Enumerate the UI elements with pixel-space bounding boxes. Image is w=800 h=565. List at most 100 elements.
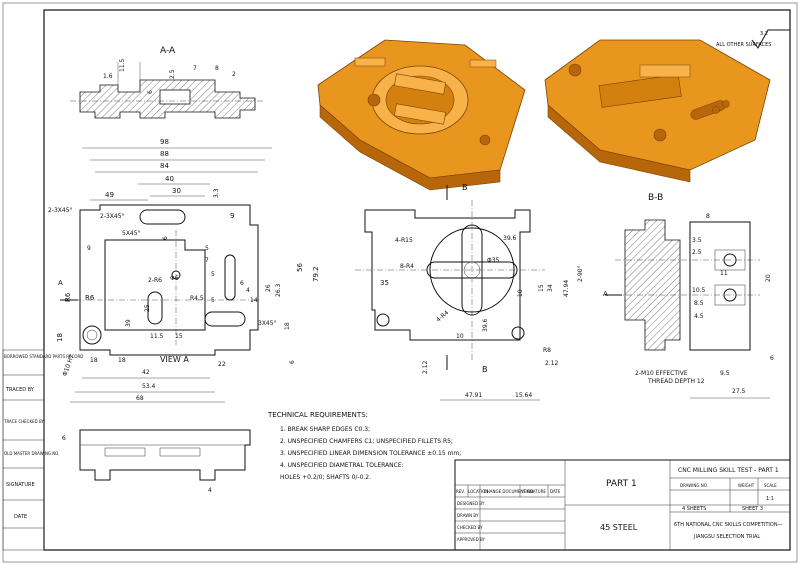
render-3d-front (317, 39, 526, 191)
svg-text:2: 2 (232, 71, 236, 78)
svg-text:9: 9 (87, 245, 91, 252)
svg-text:HOLES +0.2/0; SHAFTS 0/-0.2.: HOLES +0.2/0; SHAFTS 0/-0.2. (280, 474, 371, 481)
svg-text:2.5: 2.5 (692, 249, 702, 256)
svg-text:8.5: 8.5 (694, 300, 704, 307)
traced-by-label: TRACED BY (5, 387, 35, 393)
svg-text:6: 6 (62, 435, 66, 442)
svg-text:A: A (58, 279, 63, 287)
svg-text:79.2: 79.2 (312, 266, 320, 282)
svg-text:5X45°: 5X45° (122, 230, 141, 237)
svg-text:9.5: 9.5 (720, 370, 730, 377)
svg-text:3X45°: 3X45° (258, 320, 277, 327)
svg-text:2-M10 EFFECTIVE: 2-M10 EFFECTIVE (635, 370, 688, 377)
svg-text:10: 10 (517, 289, 524, 297)
borrowed-record-label: BORROWED STANDARD PARTS RECORD (4, 354, 83, 359)
svg-text:4. UNSPECIFIED DIAMETRAL TOLER: 4. UNSPECIFIED DIAMETRAL TOLERANCE: (280, 462, 404, 469)
title-block: REV. LOCATION CHANGE DOCUMENT NO. SIGNAT… (454, 459, 791, 551)
svg-text:SHEET 3: SHEET 3 (742, 506, 763, 512)
svg-text:18: 18 (284, 322, 291, 330)
svg-text:11.5: 11.5 (150, 333, 164, 340)
svg-text:8-R4: 8-R4 (400, 263, 414, 270)
svg-text:2.5: 2.5 (169, 69, 176, 79)
svg-text:2-3X45°: 2-3X45° (100, 213, 125, 220)
svg-text:8: 8 (215, 65, 219, 72)
svg-text:35: 35 (380, 279, 389, 287)
svg-text:49: 49 (105, 191, 114, 199)
svg-text:14: 14 (250, 297, 258, 304)
svg-text:ALL OTHER SURFACES: ALL OTHER SURFACES (716, 42, 771, 48)
svg-text:39.6: 39.6 (482, 318, 489, 332)
svg-text:18: 18 (90, 357, 98, 364)
svg-text:5: 5 (211, 271, 215, 278)
svg-text:2-3X45°: 2-3X45° (48, 207, 73, 214)
svg-text:25: 25 (144, 304, 151, 312)
material: 45 STEEL (600, 523, 638, 532)
svg-text:40: 40 (165, 175, 174, 183)
svg-text:68: 68 (136, 395, 144, 402)
old-master-label: OLD MASTER DRAWING NO. (4, 451, 59, 456)
svg-text:VIEW A: VIEW A (160, 355, 189, 364)
svg-text:THREAD DEPTH 12: THREAD DEPTH 12 (647, 378, 705, 385)
roughness-symbol: 3.2 ALL OTHER SURFACES (716, 29, 790, 49)
svg-text:REV.: REV. (456, 489, 465, 494)
svg-text:4: 4 (208, 487, 212, 494)
main-plan-view: 98 88 84 40 49 30 3.3 2-3X45° 2-3X45° 9 … (48, 138, 320, 403)
svg-text:CHECKED BY: CHECKED BY (457, 525, 483, 530)
svg-text:TECHNICAL REQUIREMENTS:: TECHNICAL REQUIREMENTS: (267, 411, 368, 419)
svg-text:A-A: A-A (160, 46, 176, 56)
svg-text:2. UNSPECIFIED CHAMFERS C1; UN: 2. UNSPECIFIED CHAMFERS C1; UNSPECIFIED … (280, 438, 453, 445)
svg-text:18: 18 (118, 357, 126, 364)
svg-text:3.3: 3.3 (213, 188, 220, 198)
svg-text:27.5: 27.5 (732, 388, 746, 395)
svg-text:84: 84 (160, 162, 169, 170)
svg-text:11.5: 11.5 (119, 58, 126, 72)
technical-requirements: TECHNICAL REQUIREMENTS: 1. BREAK SHARP E… (267, 411, 461, 481)
svg-text:15: 15 (175, 333, 183, 340)
svg-text:15: 15 (538, 284, 545, 292)
svg-text:7: 7 (205, 257, 209, 264)
svg-text:3. UNSPECIFIED LINEAR DIMENSIO: 3. UNSPECIFIED LINEAR DIMENSION TOLERANC… (280, 450, 461, 457)
svg-text:4-R15: 4-R15 (395, 237, 413, 244)
svg-text:DRAWN BY: DRAWN BY (457, 513, 479, 518)
svg-text:47.91: 47.91 (465, 392, 482, 399)
section-aa-view: A-A 1.6 11.5 2.5 7 8 6 2 (70, 46, 265, 119)
drawing-title: CNC MILLING SKILL TEST - PART 1 (678, 467, 779, 474)
svg-text:4-R4: 4-R4 (435, 309, 450, 323)
svg-text:6: 6 (770, 355, 774, 362)
svg-text:6: 6 (147, 90, 154, 94)
svg-text:B: B (482, 365, 488, 374)
svg-text:DRAWING NO.: DRAWING NO. (680, 483, 708, 488)
svg-text:2-90°: 2-90° (577, 265, 584, 282)
svg-text:20: 20 (765, 274, 772, 282)
svg-text:R6: R6 (85, 294, 95, 302)
drawing-frame (43, 9, 791, 551)
svg-text:88: 88 (160, 150, 169, 158)
bottom-side-view: 6 4 (62, 429, 251, 494)
svg-text:R8: R8 (543, 347, 551, 354)
svg-text:5: 5 (205, 245, 209, 252)
svg-text:1:1: 1:1 (766, 496, 774, 502)
svg-text:6: 6 (289, 360, 296, 364)
svg-text:15.64: 15.64 (515, 392, 532, 399)
svg-text:Φ35: Φ35 (487, 257, 500, 264)
svg-text:Φ6: Φ6 (170, 275, 179, 282)
svg-text:B-B: B-B (648, 193, 663, 203)
section-bb-view: B-B 8 3.5 2.5 11 10.5 8.5 4.5 20 6 9.5 2… (603, 193, 774, 399)
svg-text:34: 34 (547, 284, 554, 292)
left-records-column: BORROWED STANDARD PARTS RECORD TRACED BY… (2, 349, 83, 551)
svg-text:6: 6 (240, 280, 244, 287)
svg-text:47.94: 47.94 (563, 280, 570, 297)
svg-text:42: 42 (142, 369, 150, 376)
dim-98: 98 (160, 138, 169, 146)
render-3d-rear (544, 39, 771, 183)
date-label: DATE (14, 514, 27, 520)
svg-text:53.4: 53.4 (142, 383, 156, 390)
svg-text:R6: R6 (64, 292, 72, 302)
svg-text:2-R6: 2-R6 (148, 277, 162, 284)
svg-text:11: 11 (720, 270, 728, 277)
svg-text:SIGNATURE: SIGNATURE (523, 489, 546, 494)
svg-text:DATE: DATE (550, 489, 561, 494)
svg-text:8: 8 (706, 213, 710, 220)
